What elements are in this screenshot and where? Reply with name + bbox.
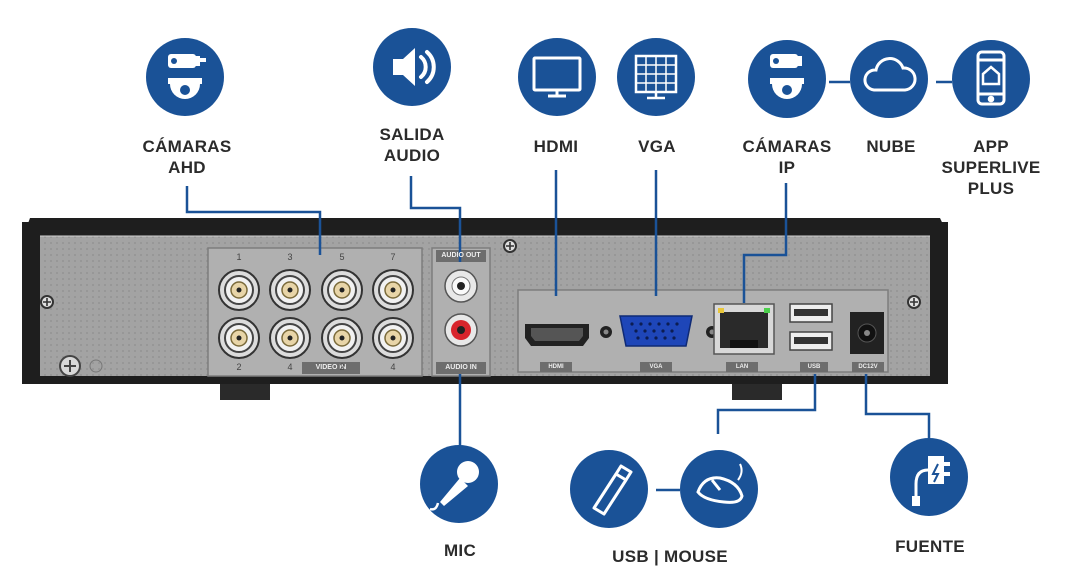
label-fuente: FUENTE bbox=[895, 537, 965, 556]
vga-monitor-icon bbox=[617, 38, 695, 116]
cloud-icon bbox=[850, 40, 928, 118]
label-vga: VGA bbox=[638, 137, 676, 156]
bnc-number-bottom: 4 bbox=[287, 362, 293, 372]
chassis-screws bbox=[40, 239, 921, 309]
vga-port-label: VGA bbox=[649, 364, 663, 370]
phone-app-icon bbox=[952, 40, 1030, 118]
bnc-connector bbox=[218, 317, 260, 359]
bnc-connector bbox=[269, 269, 311, 311]
bnc-number-top: 3 bbox=[287, 252, 293, 262]
bnc-number-top: 1 bbox=[236, 252, 242, 262]
label-hdmi: HDMI bbox=[533, 137, 579, 156]
bnc-number-bottom: 2 bbox=[236, 362, 242, 372]
bnc-connector bbox=[269, 317, 311, 359]
bnc-connectors bbox=[218, 269, 414, 359]
bnc-number-top: 7 bbox=[390, 252, 396, 262]
bnc-number-bottom: 4 bbox=[390, 362, 396, 372]
speaker-icon bbox=[373, 28, 451, 106]
monitor-icon bbox=[518, 38, 596, 116]
bnc-connector bbox=[372, 317, 414, 359]
hdmi-port-label: HDMI bbox=[548, 364, 564, 370]
power-adapter-icon bbox=[890, 438, 968, 516]
bnc-number-top: 5 bbox=[339, 252, 345, 262]
usb-stick-icon bbox=[570, 450, 648, 528]
audio-in-label: AUDIO IN bbox=[445, 364, 477, 371]
microphone-icon bbox=[420, 445, 498, 523]
bnc-number-bottom: 2 bbox=[339, 362, 345, 372]
ground-screw-icon bbox=[59, 355, 103, 377]
bnc-connector bbox=[321, 317, 363, 359]
io-panel bbox=[517, 289, 889, 373]
connector-lines bbox=[185, 80, 952, 492]
mouse-icon bbox=[680, 450, 758, 528]
bnc-connector bbox=[321, 269, 363, 311]
dc-port-label: DC12V bbox=[858, 364, 878, 370]
camera-bullet-dome-icon bbox=[146, 38, 224, 116]
ip-camera-icon bbox=[748, 40, 826, 118]
audio-out-label: AUDIO OUT bbox=[441, 252, 481, 259]
label-nube: NUBE bbox=[866, 137, 916, 156]
label-usb-mouse: USB | MOUSE bbox=[612, 547, 728, 566]
bnc-connector bbox=[372, 269, 414, 311]
lan-port-label: LAN bbox=[735, 364, 749, 370]
bnc-connector bbox=[218, 269, 260, 311]
video-in-label: VIDEO IN bbox=[315, 364, 347, 371]
label-mic: MIC bbox=[443, 541, 477, 560]
audio-panel bbox=[431, 247, 491, 377]
usb-port-label: USB bbox=[807, 364, 821, 370]
